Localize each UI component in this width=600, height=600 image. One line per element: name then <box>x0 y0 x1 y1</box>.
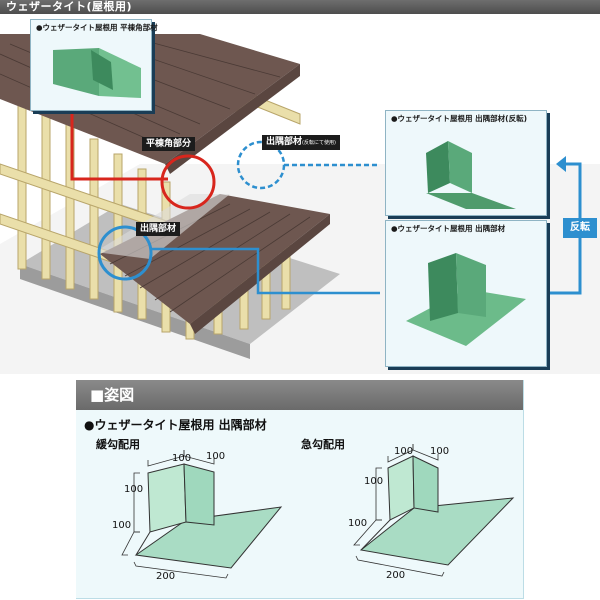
gentle-dim-left-upper: 100 <box>124 484 144 495</box>
hira-mune-callout: 平棟角部分 <box>142 137 196 151</box>
gentle-slope-drawing <box>121 450 283 579</box>
header-bar: ウェザータイト(屋根用) <box>0 0 600 14</box>
dezumi-part-image <box>406 253 526 346</box>
gentle-slope-label: 緩勾配用 <box>96 438 140 451</box>
section-title: ■姿図 <box>90 386 135 404</box>
hira-mune-panel-label: ●ウェザータイト屋根用 平棟角部材 <box>36 23 158 32</box>
dezumi-reverse-part-image <box>426 141 516 209</box>
hira-mune-leader <box>70 110 168 181</box>
hira-mune-circle <box>160 154 216 210</box>
upper-roof-edge <box>165 64 300 174</box>
dezumi-callout: 出隅部材 <box>136 222 181 236</box>
dezumi-reverse-callout-note: (反転にて使用) <box>302 140 336 146</box>
house-illustration: 平棟角部分 出隅部材(反転にて使用) 出隅部材 ●ウェザータイト屋根用 平棟角部… <box>0 14 600 374</box>
dezumi-panel-label: ●ウェザータイト屋根用 出隅部材 <box>391 224 506 233</box>
gentle-dim-top-left: 100 <box>172 453 192 464</box>
dezumi-reverse-panel: ●ウェザータイト屋根用 出隅部材(反転) <box>385 110 547 216</box>
gentle-dim-bottom: 200 <box>156 571 176 582</box>
dezumi-reverse-panel-label: ●ウェザータイト屋根用 出隅部材(反転) <box>391 114 528 123</box>
dezumi-circle <box>97 225 153 281</box>
steep-dim-top-left: 100 <box>394 446 414 457</box>
dezumi-leader <box>150 247 380 295</box>
product-heading: ●ウェザータイト屋根用 出隅部材 <box>84 418 267 432</box>
steep-slope-drawing <box>353 444 515 577</box>
shape-drawing-section: ■姿図 ●ウェザータイト屋根用 出隅部材 緩勾配用 急勾配用 100 100 1… <box>76 380 524 599</box>
steep-slope-label: 急勾配用 <box>301 438 345 451</box>
reverse-arrow-head <box>556 156 566 172</box>
steep-dim-left-upper: 100 <box>364 476 384 487</box>
hira-mune-part-image <box>53 48 141 98</box>
section-header: ■姿図 <box>76 380 523 410</box>
steep-dim-left-lower: 100 <box>348 518 368 529</box>
reverse-label: 反転 <box>563 218 597 238</box>
dezumi-reverse-callout: 出隅部材(反転にて使用) <box>262 135 340 150</box>
dezumi-reverse-callout-text: 出隅部材 <box>266 137 303 147</box>
gentle-dim-top-right: 100 <box>206 451 226 462</box>
hira-mune-panel: ●ウェザータイト屋根用 平棟角部材 <box>30 19 158 111</box>
page-title: ウェザータイト(屋根用) <box>6 0 133 13</box>
gentle-dim-left-lower: 100 <box>112 520 132 531</box>
steep-dim-top-right: 100 <box>430 446 450 457</box>
dezumi-panel: ●ウェザータイト屋根用 出隅部材 <box>385 220 547 367</box>
steep-dim-bottom: 200 <box>386 570 406 581</box>
